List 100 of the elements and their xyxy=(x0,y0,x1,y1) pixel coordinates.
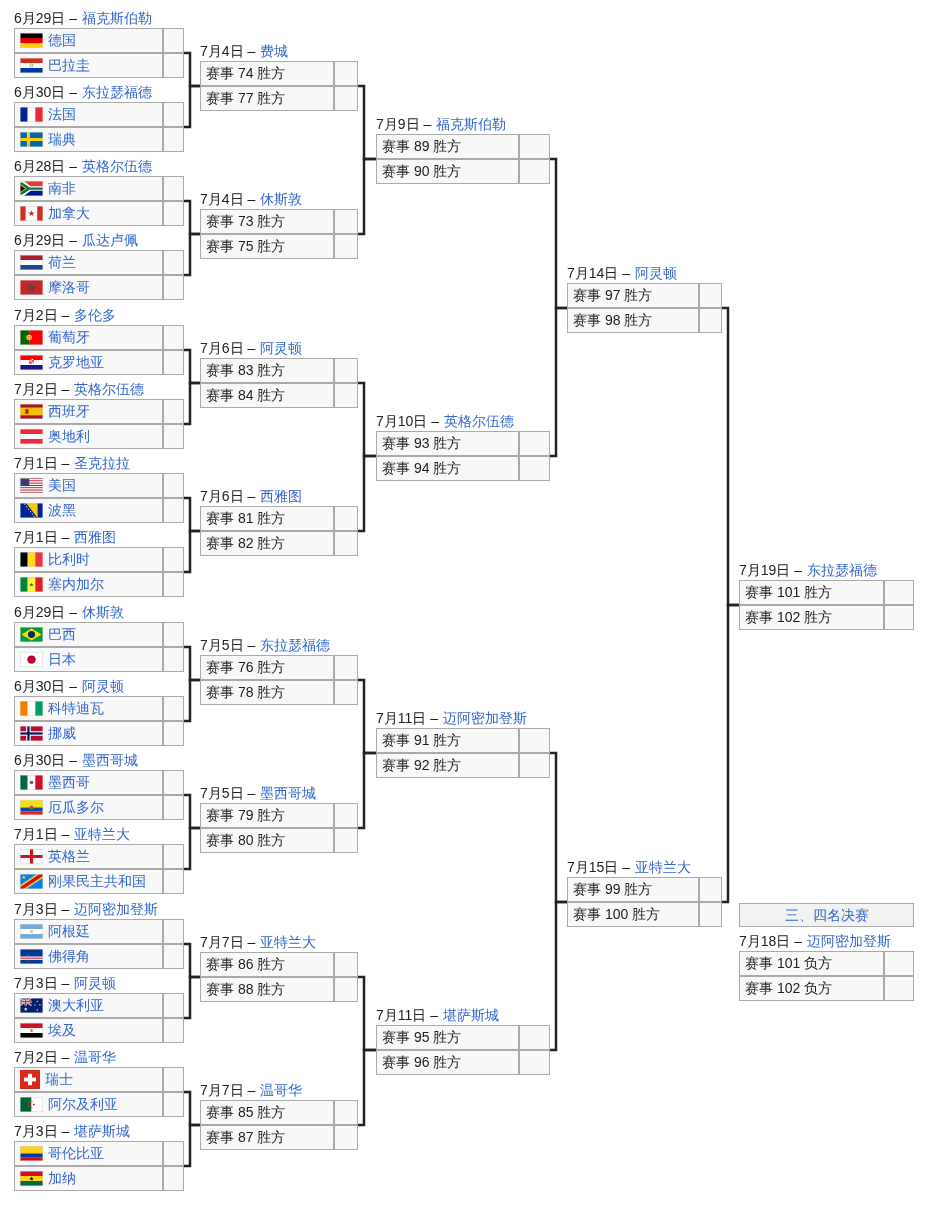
match-date: 7月1日 – xyxy=(14,826,70,842)
team-link: 加纳 xyxy=(48,1170,76,1187)
bracket-line xyxy=(358,751,376,830)
match-date: 6月29日 – xyxy=(14,604,78,620)
team-link: 奥地利 xyxy=(48,428,90,445)
slot-label: 赛事 80 胜方 xyxy=(206,832,286,849)
team-link: 埃及 xyxy=(48,1022,76,1039)
bracket-line xyxy=(184,529,200,574)
slot-label: 赛事 102 胜方 xyxy=(745,609,833,626)
match-date: 7月1日 – xyxy=(14,455,70,471)
match-date: 7月6日 – xyxy=(200,340,256,356)
bracket-line xyxy=(358,1048,376,1127)
venue-link: 东拉瑟福德 xyxy=(806,562,877,578)
team-link: 加拿大 xyxy=(48,205,90,222)
match-date: 6月28日 – xyxy=(14,158,78,174)
team-link: 挪威 xyxy=(48,725,76,742)
slot-label: 赛事 97 胜方 xyxy=(573,287,653,304)
bracket-line xyxy=(184,678,200,723)
venue-link: 东拉瑟福德 xyxy=(260,637,331,653)
match-date: 7月3日 – xyxy=(14,901,70,917)
match-date: 6月29日 – xyxy=(14,232,78,248)
slot-label: 赛事 93 胜方 xyxy=(382,435,462,452)
venue-link: 多伦多 xyxy=(74,307,117,323)
match-date: 6月30日 – xyxy=(14,752,78,768)
slot-label: 赛事 79 胜方 xyxy=(206,807,286,824)
round-header: 三、四名决赛 xyxy=(739,903,914,927)
slot-label: 赛事 87 胜方 xyxy=(206,1129,286,1146)
match-date: 7月15日 – xyxy=(567,859,631,875)
team-link: 日本 xyxy=(48,651,76,668)
venue-link: 福克斯伯勒 xyxy=(81,10,152,26)
slot-label: 赛事 94 胜方 xyxy=(382,460,462,477)
venue-link: 东拉瑟福德 xyxy=(81,84,152,100)
match-date: 7月1日 – xyxy=(14,529,70,545)
team-link: 葡萄牙 xyxy=(48,329,90,346)
venue-link: 温哥华 xyxy=(260,1082,303,1098)
team-link: 比利时 xyxy=(48,551,90,568)
match-date: 7月9日 – xyxy=(376,116,432,132)
slot-label: 赛事 98 胜方 xyxy=(573,312,653,329)
slot-label: 赛事 101 负方 xyxy=(745,955,833,972)
venue-link: 迈阿密加登斯 xyxy=(806,933,891,949)
team-link: 波黑 xyxy=(48,502,76,519)
venue-link: 休斯敦 xyxy=(81,604,124,620)
venue-link: 英格尔伍德 xyxy=(443,413,514,429)
venue-link: 阿灵顿 xyxy=(634,265,677,281)
venue-link: 瓜达卢佩 xyxy=(81,232,138,248)
slot-label: 赛事 100 胜方 xyxy=(573,906,661,923)
team-link: 佛得角 xyxy=(48,948,90,965)
team-link: 法国 xyxy=(48,106,76,123)
slot-label: 赛事 74 胜方 xyxy=(206,65,286,82)
team-link: 荷兰 xyxy=(48,254,76,271)
team-link: 英格兰 xyxy=(48,848,90,865)
team-link: 瑞典 xyxy=(48,131,76,148)
venue-link: 亚特兰大 xyxy=(260,934,317,950)
bracket-line xyxy=(550,900,567,1052)
slot-label: 赛事 77 胜方 xyxy=(206,90,286,107)
team-link: 美国 xyxy=(48,477,76,494)
team-link: 摩洛哥 xyxy=(48,279,90,296)
slot-label: 赛事 81 胜方 xyxy=(206,510,286,527)
team-link: 墨西哥 xyxy=(48,774,90,791)
slot-label: 赛事 76 胜方 xyxy=(206,659,286,676)
slot-label: 赛事 83 胜方 xyxy=(206,362,286,379)
slot-label: 赛事 101 胜方 xyxy=(745,584,833,601)
venue-link: 阿灵顿 xyxy=(260,340,303,356)
venue-link: 迈阿密加登斯 xyxy=(74,901,159,917)
bracket-line xyxy=(184,975,200,1020)
slot-label: 赛事 92 胜方 xyxy=(382,757,462,774)
match-date: 6月30日 – xyxy=(14,84,78,100)
slot-label: 赛事 86 胜方 xyxy=(206,956,286,973)
venue-link: 圣克拉拉 xyxy=(74,455,131,471)
match-date: 7月7日 – xyxy=(200,1082,256,1098)
team-link: 澳大利亚 xyxy=(48,997,104,1014)
venue-link: 费城 xyxy=(260,43,289,59)
team-link: 哥伦比亚 xyxy=(48,1145,104,1162)
match-date: 7月6日 – xyxy=(200,488,256,504)
venue-link: 阿灵顿 xyxy=(81,678,124,694)
venue-link: 温哥华 xyxy=(74,1049,117,1065)
match-date: 7月5日 – xyxy=(200,785,256,801)
venue-link: 堪萨斯城 xyxy=(74,1123,131,1139)
match-date: 6月29日 – xyxy=(14,10,78,26)
bracket-line xyxy=(722,603,739,904)
team-link: 德国 xyxy=(48,32,76,49)
team-link: 瑞士 xyxy=(45,1071,73,1088)
match-date: 7月2日 – xyxy=(14,1049,70,1065)
bracket-line xyxy=(184,1123,200,1168)
team-link: 西班牙 xyxy=(48,403,90,420)
team-link: 阿根廷 xyxy=(48,923,90,940)
team-link: 南非 xyxy=(48,180,76,197)
venue-link: 亚特兰大 xyxy=(634,859,691,875)
bracket-line xyxy=(358,157,376,236)
bracket-line xyxy=(184,84,200,129)
bracket-line xyxy=(184,232,200,277)
team-link: 巴西 xyxy=(48,626,76,643)
slot-label: 赛事 75 胜方 xyxy=(206,238,286,255)
venue-link: 休斯敦 xyxy=(260,191,303,207)
venue-link: 墨西哥城 xyxy=(260,785,317,801)
match-date: 7月10日 – xyxy=(376,413,440,429)
match-date: 7月2日 – xyxy=(14,381,70,397)
slot-label: 赛事 84 胜方 xyxy=(206,387,286,404)
match-date: 7月4日 – xyxy=(200,43,256,59)
venue-link: 迈阿密加登斯 xyxy=(442,710,527,726)
